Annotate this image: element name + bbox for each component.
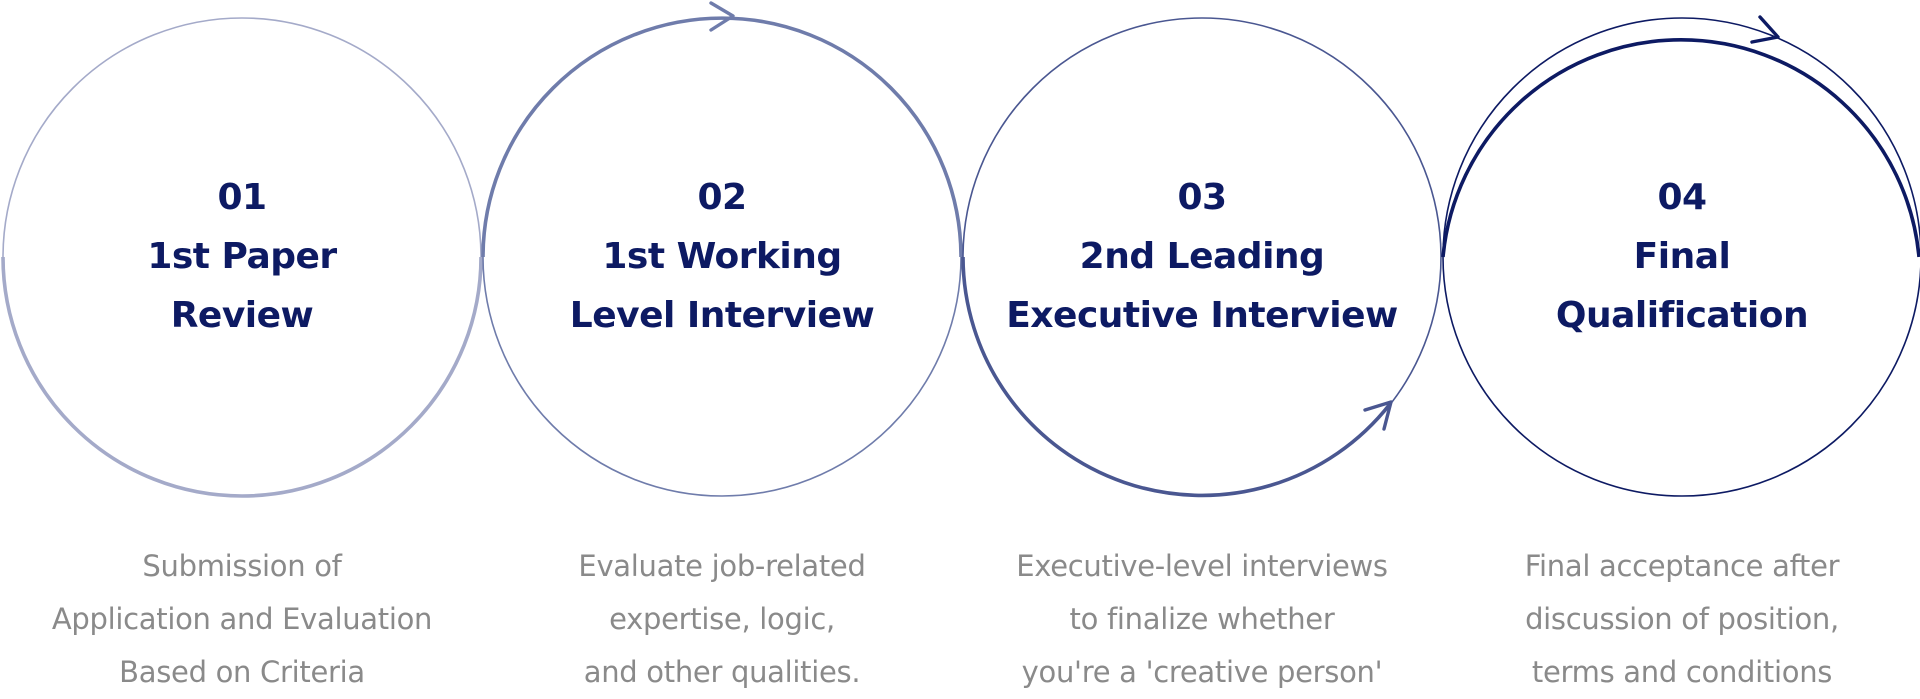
step-1-ring bbox=[1, 17, 483, 498]
step-3-title-line-1: 2nd Leading bbox=[1079, 236, 1325, 277]
step-1-title-line-2: Review bbox=[170, 295, 314, 336]
step-4-arrow-icon bbox=[1750, 15, 1780, 44]
step-4-desc-line-3: terms and conditions bbox=[1531, 655, 1833, 689]
step-3-desc-line-3: you're a 'creative person' bbox=[1021, 655, 1383, 689]
step-3-desc-line-1: Executive-level interviews bbox=[1016, 549, 1388, 583]
step-1-desc-line-1: Submission of bbox=[142, 549, 342, 583]
step-2-number: 02 bbox=[697, 177, 747, 218]
step-2-desc-line-2: expertise, logic, bbox=[609, 602, 835, 636]
step-3-title-line-2: Executive Interview bbox=[1006, 295, 1398, 336]
step-1-number: 01 bbox=[217, 177, 267, 218]
step-1-title-line-1: 1st Paper bbox=[147, 236, 337, 277]
step-2-title-line-2: Level Interview bbox=[569, 295, 875, 336]
step-1-description: Submission of Application and Evaluation… bbox=[22, 540, 462, 699]
step-3-arrow-icon bbox=[1363, 400, 1393, 431]
step-3-desc-line-2: to finalize whether bbox=[1069, 602, 1335, 636]
step-4-title-line-2: Qualification bbox=[1555, 295, 1809, 336]
step-2-desc-line-3: and other qualities. bbox=[583, 655, 861, 689]
step-1-desc-line-2: Application and Evaluation bbox=[51, 602, 433, 636]
step-3-title: 03 2nd Leading Executive Interview bbox=[982, 168, 1422, 345]
step-2-title-line-1: 1st Working bbox=[602, 236, 842, 277]
step-4-number: 04 bbox=[1657, 177, 1707, 218]
step-1-desc-line-3: Based on Criteria bbox=[119, 655, 365, 689]
step-3-number: 03 bbox=[1177, 177, 1227, 218]
step-2-description: Evaluate job-related expertise, logic, a… bbox=[502, 540, 942, 699]
step-3-description: Executive-level interviews to finalize w… bbox=[982, 540, 1422, 699]
step-1-title: 01 1st Paper Review bbox=[22, 168, 462, 345]
step-4-desc-line-2: discussion of position, bbox=[1525, 602, 1839, 636]
step-3-ring bbox=[961, 17, 1442, 498]
step-2-desc-line-1: Evaluate job-related bbox=[578, 549, 866, 583]
step-4-title-line-1: Final bbox=[1633, 236, 1731, 277]
step-4-desc-line-1: Final acceptance after bbox=[1524, 549, 1840, 583]
step-2-arrow-icon bbox=[709, 1, 735, 32]
step-4-description: Final acceptance after discussion of pos… bbox=[1462, 540, 1902, 699]
step-2-ring bbox=[481, 1, 963, 497]
step-2-title: 02 1st Working Level Interview bbox=[502, 168, 942, 345]
step-4-title: 04 Final Qualification bbox=[1462, 168, 1902, 345]
step-4-ring bbox=[1441, 15, 1920, 497]
